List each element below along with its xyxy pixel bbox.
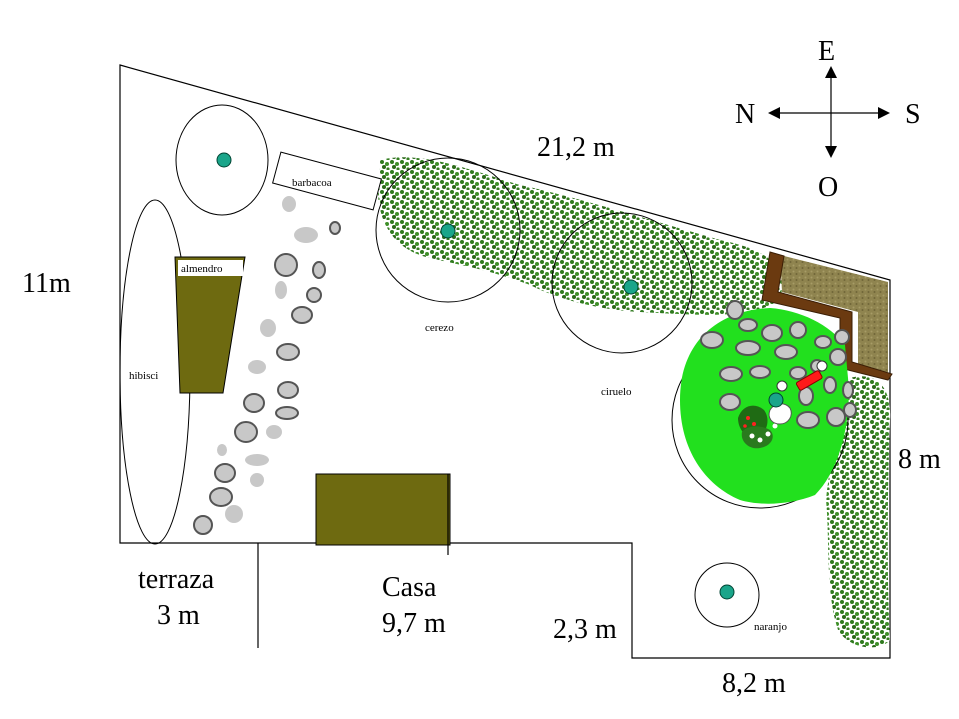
label-almendro: almendro xyxy=(181,263,223,275)
stone xyxy=(826,407,846,427)
bench-lamp xyxy=(816,360,828,372)
flower-red-1 xyxy=(746,416,750,420)
ciruelo-marker xyxy=(623,279,639,295)
stone xyxy=(761,324,783,342)
stone xyxy=(217,444,227,456)
cerezo-marker xyxy=(440,223,456,239)
stepping-stones xyxy=(193,196,341,535)
stone xyxy=(789,366,807,380)
arrow-east-icon xyxy=(878,107,890,119)
stone xyxy=(234,421,258,443)
center-tree-marker xyxy=(768,392,784,408)
dimension-step: 2,3 m xyxy=(553,614,617,645)
stone xyxy=(248,360,266,374)
stone xyxy=(250,473,264,487)
stone xyxy=(225,505,243,523)
hedge-top xyxy=(378,157,782,315)
arrow-down-icon xyxy=(825,146,837,158)
stone xyxy=(245,454,269,466)
gravel-corner xyxy=(780,255,888,372)
stone xyxy=(209,487,233,507)
flower-white-3 xyxy=(765,431,771,437)
casa-size: 9,7 m xyxy=(382,608,446,639)
dimension-bottom: 8,2 m xyxy=(722,668,786,699)
compass-east: E xyxy=(818,36,835,67)
stone xyxy=(312,261,326,279)
tree-circle-top-left xyxy=(175,104,269,216)
red-bench xyxy=(795,370,823,391)
casa-label: Casa xyxy=(382,572,437,603)
flower-white-1 xyxy=(749,433,755,439)
flower-red-3 xyxy=(743,424,747,428)
stone xyxy=(719,393,741,411)
label-ciruelo: ciruelo xyxy=(601,386,632,398)
stone xyxy=(243,393,265,413)
terraza-label: terraza xyxy=(138,564,215,595)
stone xyxy=(738,318,758,332)
stone xyxy=(843,402,857,418)
cerezo-circle xyxy=(375,157,521,303)
stone xyxy=(260,319,276,337)
stone xyxy=(735,340,761,356)
almendro-bed xyxy=(174,256,246,394)
stone xyxy=(834,329,850,345)
plot-outline xyxy=(119,64,891,659)
flower-white-2 xyxy=(757,437,763,443)
label-hibisci: hibisci xyxy=(129,370,158,382)
stone xyxy=(274,253,298,277)
tree-marker-top-left xyxy=(216,152,232,168)
stone xyxy=(306,287,322,303)
casa-block xyxy=(315,473,451,546)
dimension-top: 21,2 m xyxy=(537,132,615,163)
stone xyxy=(749,365,771,379)
stone xyxy=(282,196,296,212)
stone xyxy=(214,463,236,483)
stone xyxy=(814,335,832,349)
lawn-stones xyxy=(700,300,857,429)
label-barbacoa: barbacoa xyxy=(292,177,332,189)
compass-north: N xyxy=(735,99,755,130)
flower-red-2 xyxy=(752,422,756,426)
stone xyxy=(842,381,854,399)
stone xyxy=(823,376,837,394)
small-lamp xyxy=(776,380,788,392)
label-cerezo: cerezo xyxy=(425,322,454,334)
terraza-size: 3 m xyxy=(157,600,200,631)
lawn xyxy=(680,308,849,504)
dimension-right: 8 m xyxy=(898,444,941,475)
stone xyxy=(266,425,282,439)
rock-cluster xyxy=(768,403,792,425)
compass-west: O xyxy=(818,172,838,203)
compass-south: S xyxy=(905,99,921,130)
arrow-west-icon xyxy=(768,107,780,119)
ciruelo-circle xyxy=(551,212,693,354)
stone xyxy=(291,306,313,324)
stone xyxy=(277,381,299,399)
stone xyxy=(796,411,820,429)
dimension-left: 11m xyxy=(22,268,71,299)
stone xyxy=(294,227,318,243)
stone xyxy=(726,300,744,320)
barbacoa-box xyxy=(272,151,382,211)
stone xyxy=(329,221,341,235)
flower-white-4 xyxy=(772,423,778,429)
stone xyxy=(275,406,299,420)
stone xyxy=(829,348,847,366)
compass-rose: E N S O xyxy=(735,36,921,203)
naranjo-circle xyxy=(694,562,760,628)
naranjo-marker xyxy=(719,584,735,600)
arrow-up-icon xyxy=(825,66,837,78)
stone xyxy=(719,366,743,382)
stone xyxy=(193,515,213,535)
stone xyxy=(275,281,287,299)
stone xyxy=(700,331,724,349)
flower-bed-white xyxy=(741,426,773,449)
wooden-corner xyxy=(761,251,893,381)
label-naranjo: naranjo xyxy=(754,621,787,633)
almendro-label-bg xyxy=(178,260,243,276)
stone xyxy=(276,343,300,361)
stone xyxy=(774,344,798,360)
stone xyxy=(789,321,807,339)
